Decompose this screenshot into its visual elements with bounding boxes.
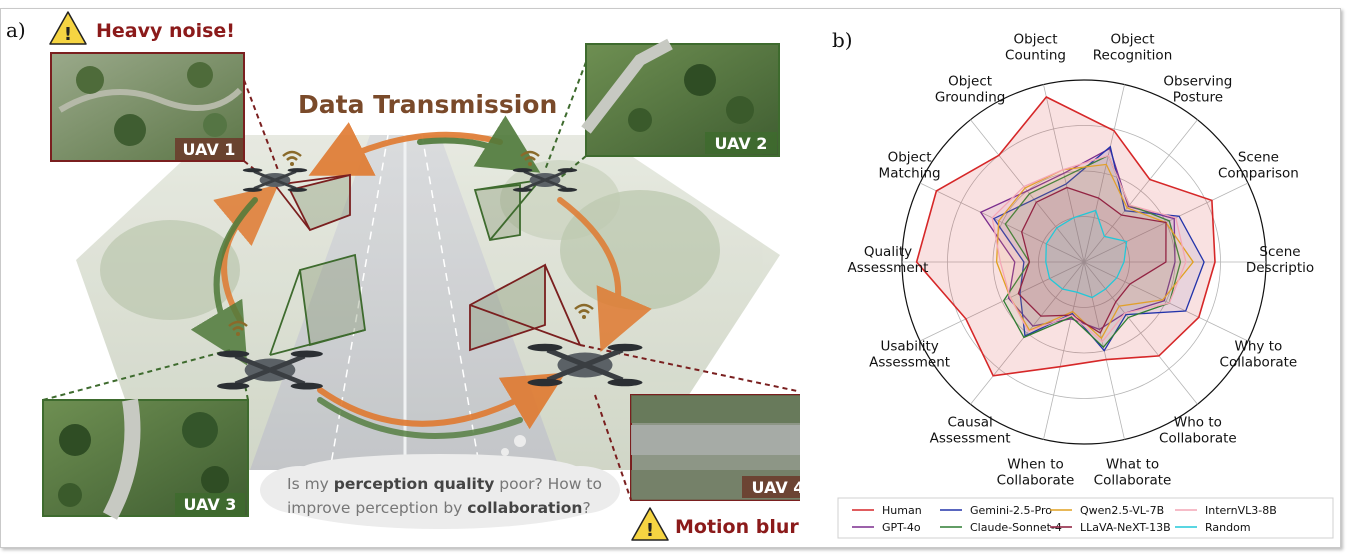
uav2-label: UAV 2 bbox=[715, 134, 768, 153]
transmission-arrows bbox=[190, 115, 652, 439]
drone-icon bbox=[527, 343, 643, 387]
radar-spoke bbox=[1083, 119, 1198, 263]
radar-spoke bbox=[1083, 261, 1249, 342]
warning-icon bbox=[49, 11, 87, 45]
legend-label: Qwen2.5-VL-7B bbox=[1080, 504, 1164, 517]
bubble-line-2: improve perception by collaboration? bbox=[287, 499, 591, 517]
radar-spoke bbox=[970, 261, 1085, 405]
legend-label: GPT-4o bbox=[882, 521, 921, 534]
radar-grid bbox=[901, 79, 1267, 445]
radar-series-internvl3-8b bbox=[991, 154, 1187, 343]
uav1-view: UAV 1 bbox=[50, 52, 245, 162]
radar-series-qwen2-5-vl-7b bbox=[995, 163, 1195, 340]
warning-icon bbox=[631, 507, 669, 541]
legend-label: Gemini-2.5-Pro bbox=[970, 504, 1052, 517]
radar-series-group bbox=[915, 95, 1216, 377]
legend-label: InternVL3-8B bbox=[1205, 504, 1277, 517]
panel-b-letter: b) bbox=[832, 28, 853, 52]
uav4-label: UAV 4 bbox=[752, 478, 800, 497]
legend-label: LLaVA-NeXT-13B bbox=[1080, 521, 1171, 534]
drone-icon bbox=[217, 350, 323, 390]
wifi-icon bbox=[574, 303, 594, 319]
svg-text:!: ! bbox=[646, 520, 654, 541]
radar-series-random bbox=[1045, 209, 1128, 299]
radar-spoke bbox=[919, 182, 1085, 263]
thought-bubble: Is my perception quality poor? How to im… bbox=[260, 435, 620, 529]
wifi-icon bbox=[228, 320, 248, 336]
radar-spoke bbox=[1083, 84, 1125, 263]
wifi-icon bbox=[520, 150, 540, 166]
radar-spoke bbox=[919, 261, 1085, 342]
legend-label: Claude-Sonnet-4 bbox=[970, 521, 1062, 534]
heavy-noise-callout: Heavy noise! bbox=[96, 20, 235, 42]
uav1-label: UAV 1 bbox=[183, 140, 236, 159]
wifi-icon bbox=[282, 150, 302, 166]
warning-motion-blur: ! Motion blur! bbox=[631, 507, 800, 541]
panel-a: a) Data Transmission ! Heavy noise! UAV … bbox=[6, 11, 800, 541]
radar-series-llava-next-13b bbox=[1017, 186, 1167, 334]
radar-series-human bbox=[915, 95, 1216, 377]
warning-heavy-noise: ! Heavy noise! bbox=[49, 11, 235, 45]
drone-icon bbox=[512, 168, 578, 192]
panel-a-letter: a) bbox=[6, 18, 26, 42]
data-transmission-title: Data Transmission bbox=[298, 90, 557, 119]
uav2-view: UAV 2 bbox=[581, 38, 780, 157]
radar-series-claude-sonnet-4 bbox=[1002, 154, 1182, 349]
motion-blur-callout: Motion blur! bbox=[675, 516, 800, 538]
bubble-line-1: Is my perception quality poor? How to bbox=[287, 475, 602, 493]
svg-text:!: ! bbox=[64, 24, 72, 45]
legend-label: Human bbox=[882, 504, 922, 517]
uav4-view: UAV 4 bbox=[630, 394, 800, 501]
legend-label: Random bbox=[1205, 521, 1251, 534]
uav3-view: UAV 3 bbox=[42, 398, 249, 520]
drone-icon bbox=[242, 168, 308, 192]
radar-spoke bbox=[1083, 261, 1198, 405]
uav3-label: UAV 3 bbox=[184, 495, 237, 514]
